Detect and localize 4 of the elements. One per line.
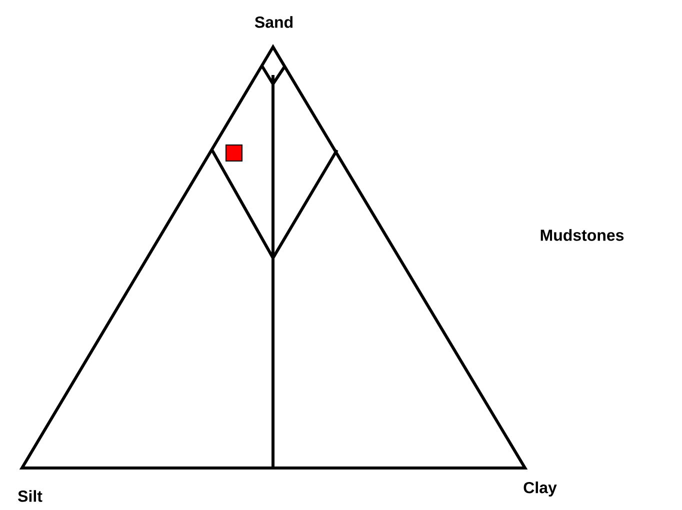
corner-label: Clay xyxy=(524,482,557,496)
corner-label: Sand xyxy=(254,16,292,28)
diagram-label: Mudstones xyxy=(540,229,624,241)
corner-label: Silt xyxy=(18,490,42,502)
